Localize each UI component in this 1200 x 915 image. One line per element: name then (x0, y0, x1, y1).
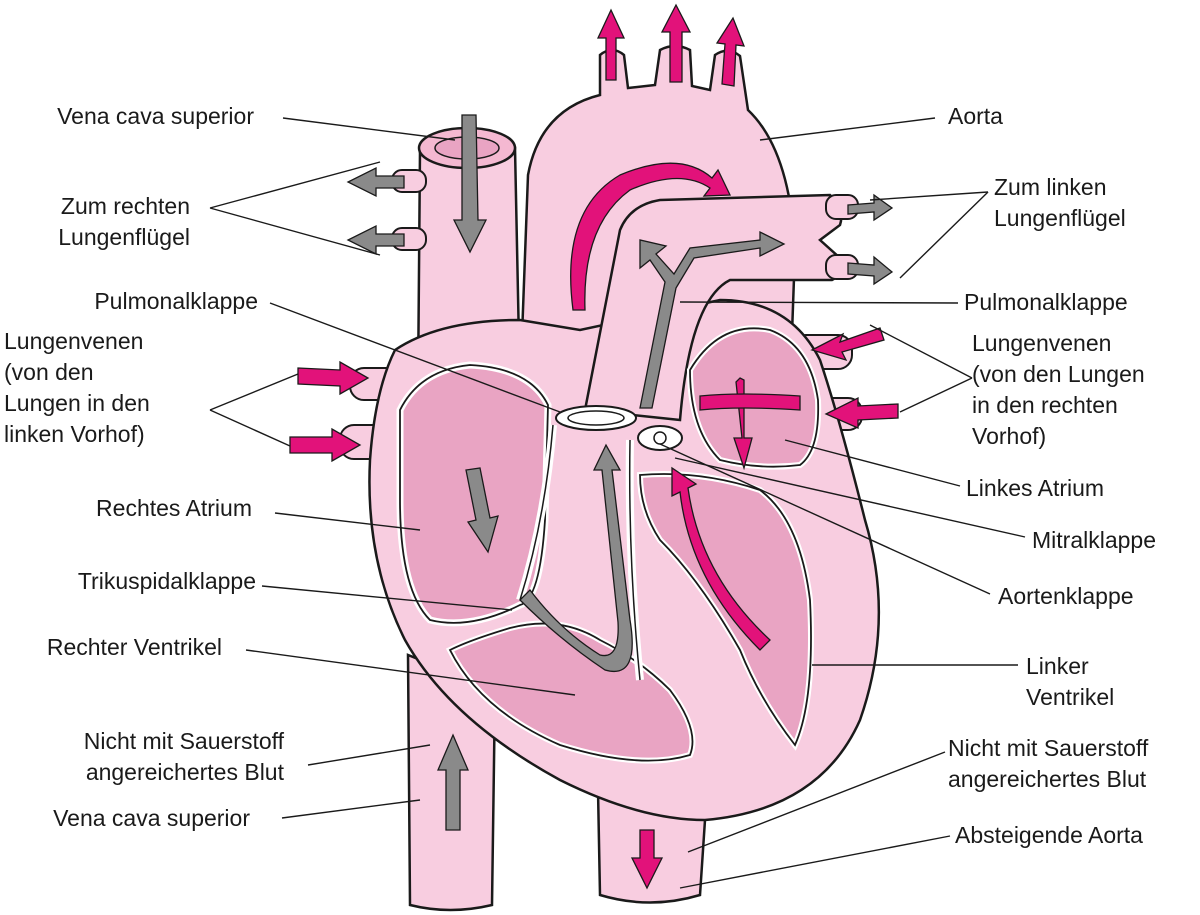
label-rechtes-atrium: Rechtes Atrium (96, 495, 252, 521)
label-nicht-sauerstoff-left-line1: Nicht mit Sauerstoff (83, 728, 284, 754)
label-nicht-sauerstoff-right-line1: Nicht mit Sauerstoff (948, 735, 1149, 761)
label-linker-ventrikel: Linker Ventrikel (1026, 651, 1114, 713)
aortic-valve (637, 425, 683, 451)
label-zum-linken-line1: Zum linken (994, 174, 1107, 200)
label-lungenvenen-right: Lungenvenen (von den Lungen in den recht… (972, 328, 1145, 452)
label-linker-ventrikel-line2: Ventrikel (1026, 684, 1115, 710)
label-pulmonalklappe-left: Pulmonalklappe (94, 288, 258, 314)
label-trikuspidalklappe: Trikuspidalklappe (77, 568, 256, 594)
label-lungenvenen-left-line4: linken Vorhof) (4, 421, 145, 447)
oxygenated-flow-arrow (289, 3, 899, 890)
label-lungenvenen-right-line3: in den rechten (972, 392, 1118, 418)
label-nicht-sauerstoff-left: Nicht mit Sauerstoff angereichertes Blut (20, 726, 284, 788)
label-absteigende-aorta: Absteigende Aorta (955, 822, 1143, 848)
label-linkes-atrium: Linkes Atrium (966, 475, 1105, 501)
label-zum-rechten-line2: Lungenflügel (58, 224, 190, 250)
label-aorta: Aorta (948, 103, 1003, 129)
label-nicht-sauerstoff-right: Nicht mit Sauerstoff angereichertes Blut (948, 733, 1148, 795)
label-vena-cava-superior-bottom: Vena cava superior (53, 805, 250, 831)
label-lungenvenen-left-line3: Lungen in den (4, 390, 150, 416)
label-lungenvenen-right-line2: (von den Lungen (972, 361, 1145, 387)
label-nicht-sauerstoff-left-line2: angereichertes Blut (85, 759, 284, 785)
label-linker-ventrikel-line1: Linker (1026, 653, 1089, 679)
deoxygenated-flow-arrow (346, 114, 894, 831)
pulmonary-valve (555, 405, 637, 431)
label-aortenklappe: Aortenklappe (998, 583, 1134, 609)
label-lungenvenen-left: Lungenvenen (von den Lungen in den linke… (4, 326, 150, 450)
label-lungenvenen-left-line2: (von den (4, 359, 94, 385)
label-vena-cava-superior-top: Vena cava superior (57, 103, 254, 129)
label-nicht-sauerstoff-right-line2: angereichertes Blut (948, 766, 1147, 792)
label-lungenvenen-right-line4: Vorhof) (972, 423, 1047, 449)
label-zum-linken-line2: Lungenflügel (994, 205, 1126, 231)
label-zum-rechten-lungenfluegel: Zum rechten Lungenflügel (20, 191, 190, 253)
label-zum-linken-lungenfluegel: Zum linken Lungenflügel (994, 172, 1126, 234)
label-mitralklappe: Mitralklappe (1032, 527, 1156, 553)
label-pulmonalklappe-right: Pulmonalklappe (964, 289, 1128, 315)
label-rechter-ventrikel: Rechter Ventrikel (46, 634, 222, 660)
label-lungenvenen-left-line1: Lungenvenen (4, 328, 144, 354)
leader-lines (209, 117, 1026, 889)
label-lungenvenen-right-line1: Lungenvenen (972, 330, 1112, 356)
label-zum-rechten-line1: Zum rechten (60, 193, 190, 219)
